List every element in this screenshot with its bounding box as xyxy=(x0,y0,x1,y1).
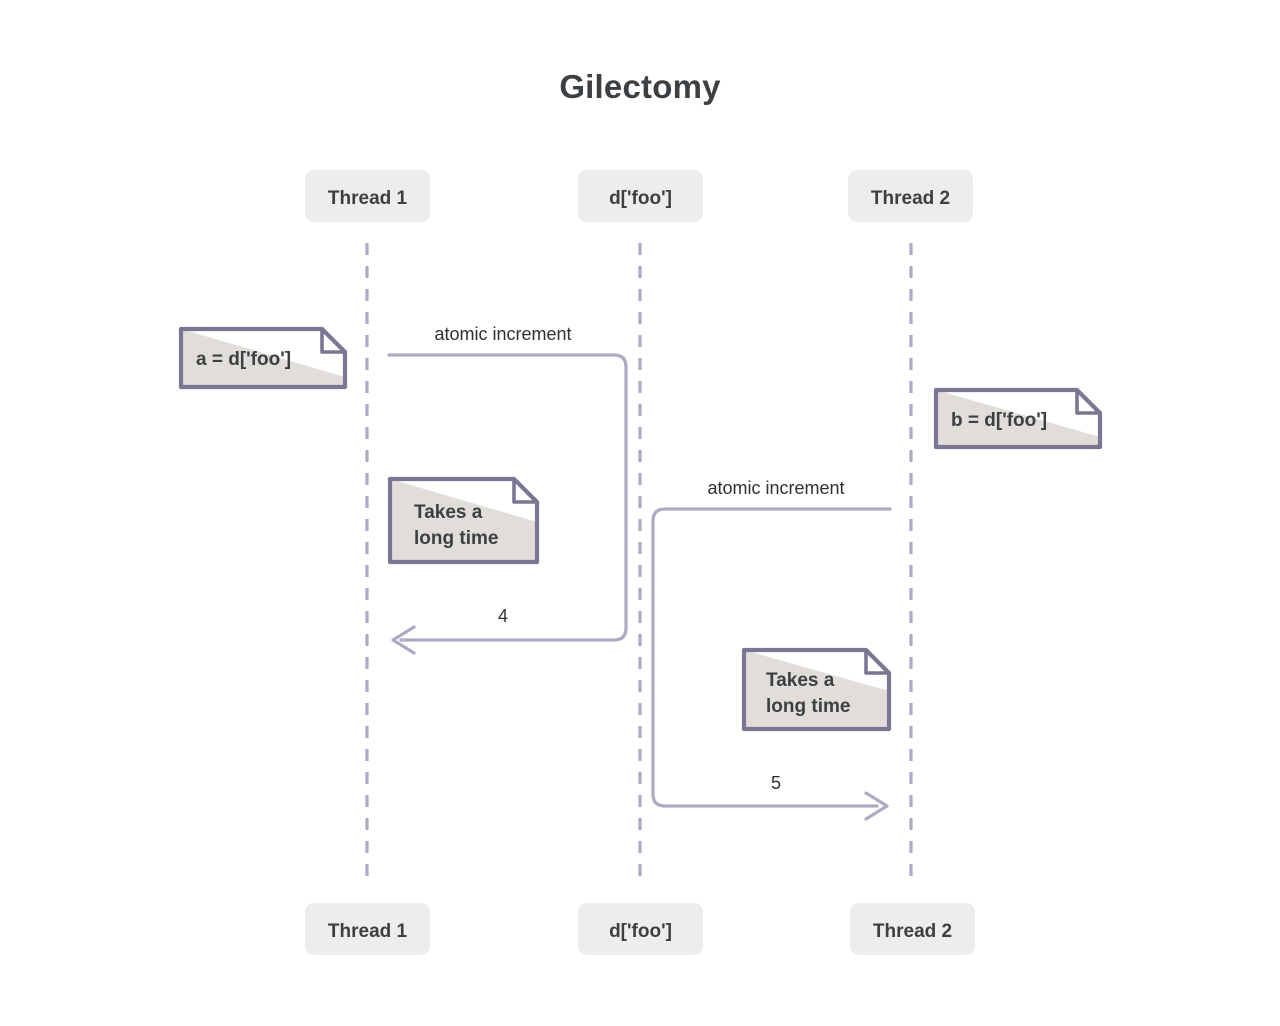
note-text-line: a = d['foo'] xyxy=(196,349,291,370)
participant-header-box xyxy=(848,170,973,222)
participant-header-thread1[interactable]: Thread 1 xyxy=(305,170,430,222)
page-title: Gilectomy xyxy=(559,68,721,105)
participant-footer-dfoo[interactable]: d['foo'] xyxy=(578,903,703,955)
participant-footer-box xyxy=(850,903,975,955)
message-return-label: 4 xyxy=(498,606,508,626)
note-text-line: b = d['foo'] xyxy=(951,410,1047,431)
participant-header-label: Thread 2 xyxy=(871,188,950,209)
participant-header-box xyxy=(305,170,430,222)
participant-footer-thread2[interactable]: Thread 2 xyxy=(850,903,975,955)
note-outline xyxy=(178,326,348,390)
note-text-line: Takes a xyxy=(414,502,483,523)
participant-footer-label: Thread 1 xyxy=(328,921,408,942)
message-arrowhead-right xyxy=(864,791,889,821)
note-shading xyxy=(744,650,889,729)
note-fold-corner xyxy=(864,648,891,675)
message-line xyxy=(387,353,628,642)
participant-footer-box xyxy=(305,903,430,955)
participant-footer-label: Thread 2 xyxy=(873,921,952,942)
participant-header-thread2[interactable]: Thread 2 xyxy=(848,170,973,222)
message-arrowhead-left xyxy=(391,625,416,655)
note-shading xyxy=(181,329,345,387)
note-fold-corner xyxy=(320,327,347,354)
participant-header-label: d['foo'] xyxy=(609,188,672,209)
message-atomic-increment-2[interactable]: atomic increment 5 xyxy=(651,478,892,821)
note-text-line: long time xyxy=(766,696,850,717)
message-atomic-increment-1[interactable]: atomic increment 4 xyxy=(387,324,628,655)
note-shading xyxy=(936,390,1100,447)
message-label: atomic increment xyxy=(707,478,844,498)
participant-header-dfoo[interactable]: d['foo'] xyxy=(578,170,703,222)
note-a-assign[interactable]: a = d['foo'] xyxy=(178,326,348,390)
participant-header-box xyxy=(578,170,703,222)
participant-footer-box xyxy=(578,903,703,955)
note-fold-corner xyxy=(512,477,539,504)
message-return-label: 5 xyxy=(771,773,781,793)
participant-header-label: Thread 1 xyxy=(328,188,408,209)
note-text-line: long time xyxy=(414,528,498,549)
note-outline xyxy=(933,387,1103,450)
note-outline xyxy=(741,647,892,732)
participant-footer-label: d['foo'] xyxy=(609,921,672,942)
participant-footer-thread1[interactable]: Thread 1 xyxy=(305,903,430,955)
message-label: atomic increment xyxy=(434,324,571,344)
message-line xyxy=(651,507,892,808)
note-text-line: Takes a xyxy=(766,670,835,691)
note-fold-corner xyxy=(1075,388,1102,415)
note-takes-long-2[interactable]: Takes a long time xyxy=(741,647,892,732)
note-outline xyxy=(387,476,540,565)
note-takes-long-1[interactable]: Takes a long time xyxy=(387,476,540,565)
note-shading xyxy=(390,479,537,562)
note-b-assign[interactable]: b = d['foo'] xyxy=(933,387,1103,450)
